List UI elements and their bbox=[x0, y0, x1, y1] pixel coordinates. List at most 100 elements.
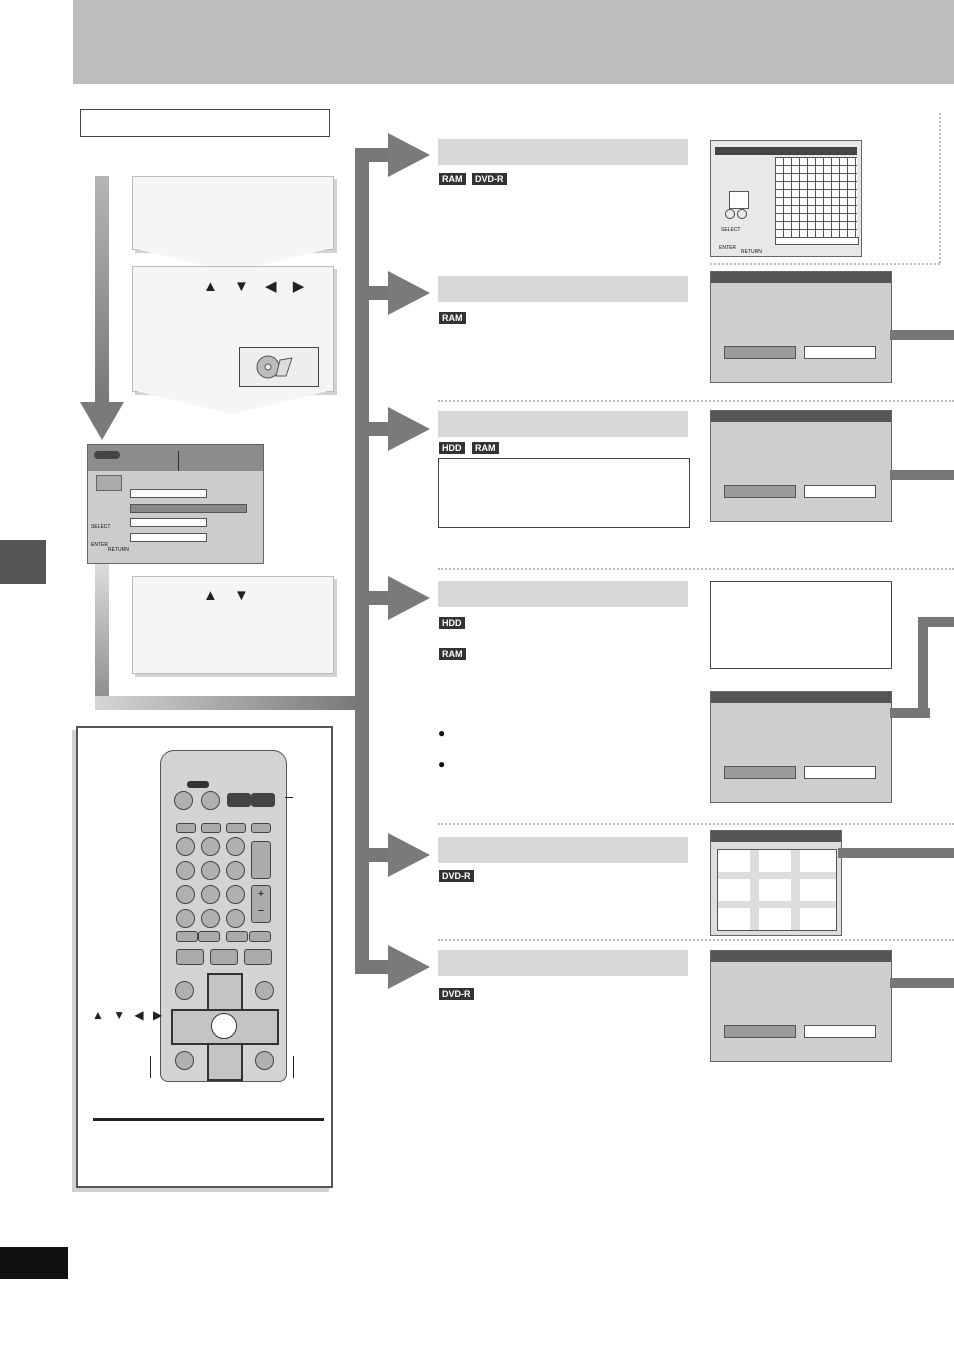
osd-enter-label: ENTER bbox=[91, 542, 108, 548]
heading-box bbox=[80, 109, 330, 137]
section-4-tag-2: RAM bbox=[439, 648, 466, 660]
grid-screenshot-circle-1 bbox=[725, 209, 735, 219]
remote-control-icon: + − bbox=[160, 750, 287, 1082]
branch-arrow-6 bbox=[388, 945, 430, 989]
dialog-screenshot-3 bbox=[710, 691, 892, 803]
dialog-3-link-h bbox=[890, 708, 930, 718]
remote-skip-back bbox=[176, 931, 198, 942]
step-bubble-3: ▲ ▼ bbox=[132, 576, 334, 674]
dialog-2-link bbox=[890, 470, 954, 480]
dialog-1-title bbox=[711, 272, 891, 283]
remote-drive-button-2 bbox=[251, 793, 275, 807]
remote-num-4 bbox=[176, 861, 195, 880]
separator-2 bbox=[438, 568, 954, 570]
branch-arrow-3 bbox=[388, 407, 430, 451]
branch-arrow-2 bbox=[388, 271, 430, 315]
section-3-tag-2: RAM bbox=[472, 442, 499, 454]
chapter-side-tab bbox=[0, 540, 46, 584]
dotted-frame-side bbox=[939, 113, 941, 263]
section-2-tag-1: RAM bbox=[439, 312, 466, 324]
osd-return-label: RETURN bbox=[108, 547, 129, 553]
flow-arrow-shaft bbox=[95, 176, 109, 406]
osd-menu-item-2 bbox=[130, 504, 247, 513]
remote-select-side-button bbox=[175, 1051, 194, 1070]
bullet-1: ● bbox=[438, 726, 446, 740]
dialog-2-button-no bbox=[804, 485, 876, 498]
section-6-header bbox=[438, 950, 688, 976]
section-1-tag-2: DVD-R bbox=[472, 173, 507, 185]
dialog-3-button-no bbox=[804, 766, 876, 779]
branch-line-6 bbox=[355, 960, 391, 974]
remote-skip-forward bbox=[198, 931, 220, 942]
branch-line-1 bbox=[355, 148, 391, 162]
dialog-4-link bbox=[890, 978, 954, 988]
remote-func-button-4 bbox=[251, 823, 271, 833]
grid-screenshot-box bbox=[729, 191, 749, 209]
branch-arrow-5 bbox=[388, 833, 430, 877]
branch-arrow-4 bbox=[388, 576, 430, 620]
step-bubble-2-point bbox=[132, 390, 332, 414]
remote-power-button-1 bbox=[174, 791, 193, 810]
dialog-1-link bbox=[890, 330, 954, 340]
grid-return-label: RETURN bbox=[741, 249, 762, 255]
remote-channel-rocker bbox=[251, 841, 271, 879]
branch-line-5 bbox=[355, 848, 391, 862]
thumbnail-screenshot bbox=[710, 830, 842, 936]
disc-icon bbox=[239, 347, 319, 387]
dialog-2-button-yes bbox=[724, 485, 796, 498]
grid-screenshot: SELECT ENTER RETURN bbox=[710, 140, 862, 257]
remote-drive-button-1 bbox=[227, 793, 251, 807]
callout-right-button bbox=[293, 1056, 294, 1078]
callout-arrow-keys: ▲ ▼ ◀ ▶ bbox=[92, 1008, 166, 1022]
callout-left-button bbox=[150, 1056, 151, 1078]
dialog-4-button-yes bbox=[724, 1025, 796, 1038]
section-1-header bbox=[438, 139, 688, 165]
thumbnail-grid bbox=[717, 849, 837, 931]
remote-func-button-1 bbox=[176, 823, 196, 833]
grid-screenshot-header bbox=[715, 147, 857, 155]
dialog-4-button-no bbox=[804, 1025, 876, 1038]
osd-menu-item-4 bbox=[130, 533, 207, 542]
up-down-arrows: ▲ ▼ bbox=[203, 587, 255, 604]
remote-num-2 bbox=[201, 837, 220, 856]
remote-enter-button bbox=[211, 1013, 237, 1039]
remote-pause bbox=[210, 949, 238, 965]
section-4-tag-1: HDD bbox=[439, 617, 465, 629]
section-4-header bbox=[438, 581, 688, 607]
section-3-header bbox=[438, 411, 688, 437]
separator-1 bbox=[438, 400, 954, 402]
separator-4 bbox=[438, 939, 954, 941]
osd-disc-icon bbox=[96, 475, 122, 491]
bullet-2: ● bbox=[438, 757, 446, 771]
remote-ir-window bbox=[187, 781, 209, 788]
section-3-note-box bbox=[438, 458, 690, 528]
flow-arrow-connector bbox=[95, 696, 363, 710]
branch-arrow-1 bbox=[388, 133, 430, 177]
callout-drive-buttons bbox=[285, 797, 293, 798]
dialog-screenshot-2 bbox=[710, 410, 892, 522]
grid-enter-label: ENTER bbox=[719, 245, 736, 251]
section-5-tag-1: DVD-R bbox=[439, 870, 474, 882]
remote-num-9 bbox=[226, 885, 245, 904]
osd-select-label: SELECT bbox=[91, 524, 111, 530]
remote-num-7 bbox=[176, 885, 195, 904]
section-1-tag-1: RAM bbox=[439, 173, 466, 185]
branch-line-2 bbox=[355, 286, 391, 300]
dialog-3-title bbox=[711, 692, 891, 703]
section-3-tag-1: HDD bbox=[439, 442, 465, 454]
remote-num-8 bbox=[201, 885, 220, 904]
dialog-3-button-yes bbox=[724, 766, 796, 779]
remote-num-5 bbox=[201, 861, 220, 880]
grid-screenshot-circle-2 bbox=[737, 209, 747, 219]
flow-arrow-lower-shaft bbox=[95, 562, 109, 710]
branch-line-3 bbox=[355, 422, 391, 436]
dialog-screenshot-4 bbox=[710, 950, 892, 1062]
section-6-tag-1: DVD-R bbox=[439, 988, 474, 1000]
grid-screenshot-calendar bbox=[775, 157, 857, 239]
osd-menu-item-3 bbox=[130, 518, 207, 527]
remote-play bbox=[244, 949, 272, 965]
remote-num-1 bbox=[176, 837, 195, 856]
remote-right-top-button bbox=[255, 981, 274, 1000]
remote-stop bbox=[176, 949, 204, 965]
onscreen-menu-screenshot: SELECT ENTER RETURN bbox=[87, 444, 264, 564]
